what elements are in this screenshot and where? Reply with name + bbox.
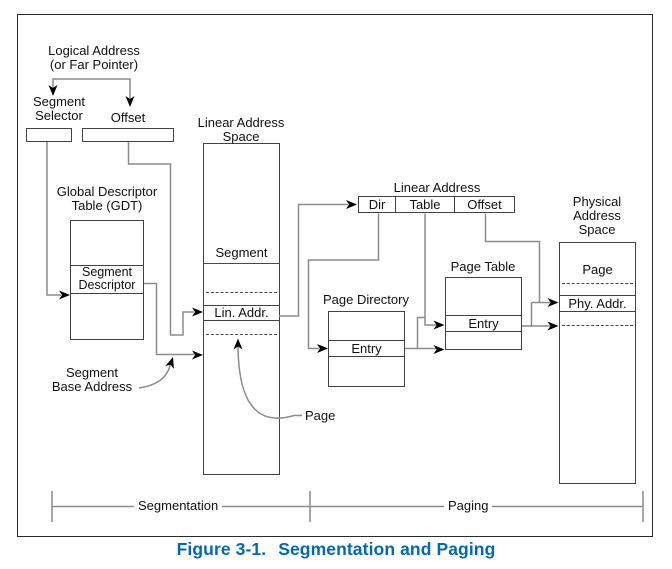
- paging-bracket-label: Paging: [444, 499, 493, 513]
- segment-base-line1: Segment: [65, 365, 119, 380]
- offset-label: Offset: [110, 110, 146, 125]
- offset-to-lin-addr-wire: [127, 142, 194, 336]
- arrow-to-page-table-base-icon: [433, 345, 445, 354]
- arrow-to-offset-icon: [125, 96, 135, 107]
- dashed-line: [206, 333, 277, 335]
- segment-divider-line: [204, 262, 279, 264]
- page-region-label: Page: [582, 262, 613, 277]
- arrow-to-page-base-icon: [547, 321, 559, 331]
- dashed-line: [562, 325, 633, 326]
- page-table-entry-label: Entry: [468, 315, 499, 331]
- segment-selector-line1: Segment: [32, 94, 86, 109]
- offset-box: [82, 128, 174, 142]
- linear-address-fields-box: Dir Table Offset: [358, 196, 515, 213]
- arrow-to-phy-addr-icon: [547, 298, 559, 307]
- arrow-to-segment-selector-icon: [48, 85, 58, 96]
- page-directory-box: Entry: [328, 311, 405, 387]
- pt-entry-to-page-wire: [522, 302, 550, 327]
- dir-to-page-directory-wire: [307, 213, 380, 350]
- segmentation-bracket-label: Segmentation: [134, 499, 223, 513]
- table-field: Table: [395, 197, 454, 212]
- selector-to-gdt-wire: [46, 142, 61, 296]
- offset-to-phy-addr-wire: [484, 213, 550, 304]
- page-annotation-label: Page: [305, 408, 336, 423]
- segment-base-line2: Base Address: [51, 379, 133, 394]
- segment-descriptor-line2: Descriptor: [78, 278, 136, 292]
- figure-caption-title: Segmentation and Paging: [278, 539, 496, 559]
- page-directory-entry-cell: Entry: [329, 339, 404, 357]
- gdt-title-line2: Table (GDT): [71, 198, 143, 213]
- segment-base-address-label: Segment Base Address: [32, 366, 152, 394]
- phy-addr-label: Phy. Addr.: [568, 296, 627, 311]
- linear-address-space-box: Segment Lin. Addr.: [203, 143, 280, 475]
- segment-base-callout-arrow-icon: [165, 357, 174, 369]
- phys-title-line2: Address: [573, 208, 621, 223]
- lin-addr-label: Lin. Addr.: [214, 305, 269, 321]
- figure-caption-number: Figure 3-1.: [176, 539, 267, 559]
- page-directory-entry-label: Entry: [351, 340, 382, 356]
- figure-caption: Figure 3-1. Segmentation and Paging: [0, 539, 672, 560]
- figure-frame: [17, 14, 653, 537]
- page-table-label: Page Table: [450, 259, 516, 274]
- arrow-to-segment-base-icon: [192, 350, 203, 360]
- page-callout-arrow-icon: [233, 338, 243, 350]
- segment-selector-line2: Selector: [35, 108, 83, 123]
- arrow-to-pd-entry-icon: [317, 344, 328, 353]
- phys-title-line1: Physical: [572, 194, 622, 209]
- segment-selector-label: Segment Selector: [19, 95, 99, 123]
- logical-address-split-wire: [52, 78, 131, 99]
- offset-field: Offset: [454, 197, 514, 212]
- phy-addr-cell: Phy. Addr.: [560, 295, 635, 312]
- linear-address-label: Linear Address: [393, 180, 481, 195]
- gdt-title-label: Global Descriptor Table (GDT): [47, 185, 167, 213]
- segment-descriptor-line1: Segment: [81, 265, 133, 279]
- logical-address-line2: (or Far Pointer): [49, 57, 139, 72]
- arrow-to-lin-addr-icon: [192, 307, 203, 317]
- las-title-line2: Space: [222, 129, 260, 144]
- gdt-box: Segment Descriptor: [70, 220, 144, 340]
- physical-address-space-label: Physical Address Space: [537, 195, 657, 237]
- page-directory-label: Page Directory: [323, 292, 409, 307]
- linear-address-space-label: Linear Address Space: [181, 116, 301, 144]
- arrow-to-pt-entry-icon: [433, 320, 445, 330]
- page-table-entry-cell: Entry: [446, 314, 521, 332]
- arrow-to-segment-descriptor-icon: [59, 290, 70, 300]
- arrow-to-dir-icon: [346, 200, 357, 209]
- segment-base-callout-curve: [138, 362, 172, 389]
- lin-addr-to-linear-address-wire: [279, 203, 348, 317]
- descriptor-to-base-wire: [144, 282, 194, 356]
- segment-selector-box: [26, 128, 72, 142]
- lin-addr-cell: Lin. Addr.: [204, 304, 279, 321]
- segment-descriptor-cell: Segment Descriptor: [71, 264, 143, 294]
- dashed-line: [206, 291, 277, 293]
- page-table-box: Entry: [445, 277, 522, 350]
- phys-title-line3: Space: [578, 222, 616, 237]
- logical-address-label: Logical Address (or Far Pointer): [34, 44, 154, 72]
- physical-address-space-box: Page Phy. Addr.: [559, 242, 636, 484]
- segment-region-label: Segment: [215, 245, 268, 260]
- las-title-line1: Linear Address: [197, 115, 285, 130]
- page-callout-curve: [237, 346, 302, 419]
- segmentation-paging-bracket: [51, 491, 644, 522]
- table-to-page-table-wire: [424, 213, 436, 326]
- gdt-title-line1: Global Descriptor: [56, 184, 158, 199]
- logical-address-line1: Logical Address: [48, 43, 140, 58]
- table-branch-wire: [416, 316, 425, 349]
- dir-field: Dir: [368, 197, 386, 212]
- dashed-line: [562, 283, 633, 284]
